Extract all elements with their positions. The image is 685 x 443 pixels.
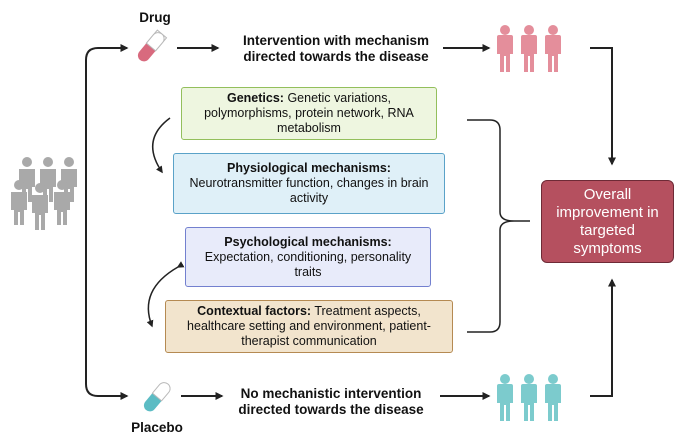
curved-arrow [151,117,171,174]
contextual-text: Treatment aspects, healthcare setting an… [187,304,431,348]
contextual-factor-box: Contextual factors: Treatment aspects, h… [165,300,453,353]
genetics-factor-box: Genetics: Genetic variations, polymorphi… [181,87,437,140]
physiological-factor-box: Physiological mechanisms: Neurotransmitt… [173,153,445,214]
drug-pill-icon [137,29,168,62]
physiological-title: Physiological mechanisms: [227,161,391,175]
genetics-title: Genetics: [227,91,284,105]
outcome-text: Overall improvement in targeted symptoms [556,185,659,257]
outcome-box: Overall improvement in targeted symptoms [541,180,674,263]
split-line [85,44,129,193]
grouping-brace [467,119,515,333]
split-line [85,193,129,400]
placebo-label: Placebo [131,420,183,435]
drug-to-outcome-arrow [590,47,616,166]
physiological-text: Neurotransmitter function, changes in br… [189,176,429,205]
placebo-pill-icon [143,382,171,412]
group-of-people-icon [11,157,77,230]
psychological-title: Psychological mechanisms: [224,234,392,249]
psychological-text: Expectation, conditioning, personality t… [204,249,412,279]
genetics-text: Genetic variations, polymorphisms, prote… [204,91,414,135]
curved-arrow [146,261,185,328]
drug-effect-label: Intervention with mechanism directed tow… [242,33,430,64]
placebo-to-outcome-arrow [590,278,616,397]
drug-responders-people-icon [497,25,561,72]
placebo-responders-people-icon [497,374,561,421]
placebo-effect-label: No mechanistic intervention directed tow… [238,386,424,417]
drug-label: Drug [139,10,171,25]
psychological-factor-box: Psychological mechanisms: Expectation, c… [185,227,431,287]
contextual-title: Contextual factors: [197,304,312,318]
